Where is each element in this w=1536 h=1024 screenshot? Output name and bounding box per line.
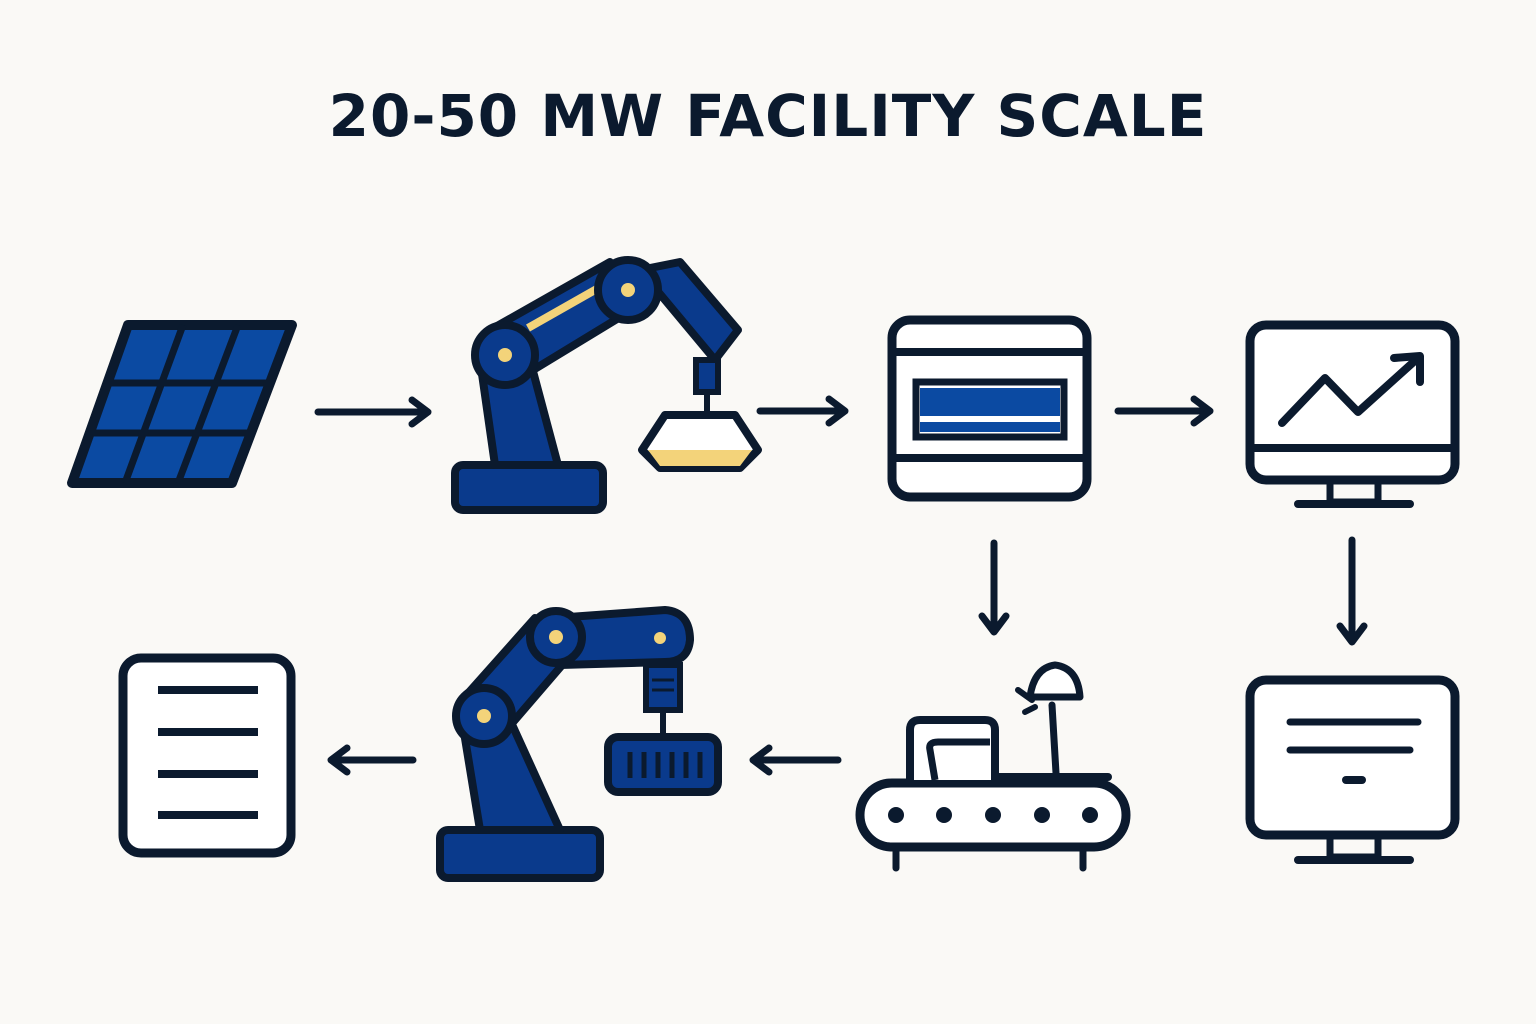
arrow-down-icon [978, 539, 1010, 636]
document-icon [118, 653, 296, 858]
gripper-pad-icon [638, 411, 762, 472]
arrow-right-icon [756, 395, 849, 427]
arrow-right-icon [314, 396, 432, 428]
crate-icon [604, 733, 722, 796]
arrow-right-icon [1114, 395, 1214, 427]
robot-arm-icon [451, 256, 742, 514]
conveyor-icon [855, 661, 1131, 872]
arrow-left-icon [327, 744, 417, 776]
arrow-left-icon [749, 744, 842, 776]
arrow-down-icon [1336, 536, 1368, 646]
monitor-text-icon [1245, 675, 1460, 864]
robot-arm-icon [436, 606, 694, 882]
diagram-title: 20-50 MW FACILITY SCALE [328, 82, 1208, 150]
solar-panel-icon [67, 320, 297, 488]
machine-icon [887, 315, 1092, 502]
monitor-chart-icon [1245, 320, 1460, 508]
